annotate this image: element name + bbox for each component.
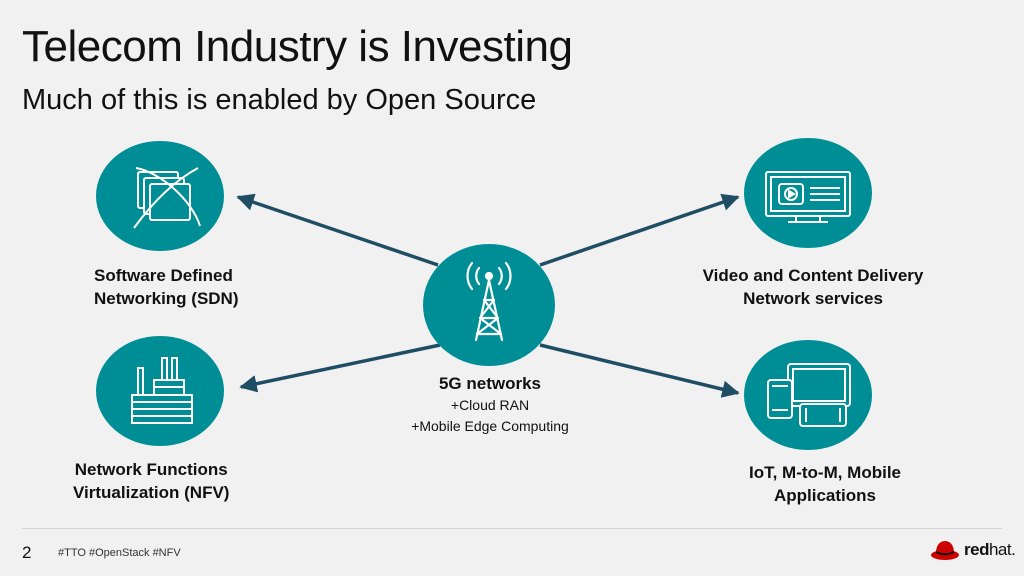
logo-text-light: hat. — [988, 540, 1016, 559]
slide-title: Telecom Industry is Investing — [22, 22, 573, 71]
footer-divider — [22, 528, 1002, 529]
video-label: Video and Content Delivery Network servi… — [682, 264, 944, 310]
arrow-to-video — [539, 193, 740, 267]
redhat-hat-icon — [931, 541, 959, 560]
node-5g — [423, 244, 555, 366]
center-label: 5G networks +Cloud RAN +Mobile Edge Comp… — [380, 372, 600, 437]
sdn-label-line2: Networking (SDN) — [94, 289, 239, 308]
monitor-video-icon — [765, 171, 851, 223]
page-number: 2 — [22, 543, 32, 562]
arrow-to-iot — [539, 343, 740, 398]
cell-tower-icon — [466, 261, 512, 342]
node-nfv — [96, 336, 224, 446]
iot-label: IoT, M-to-M, Mobile Applications — [718, 461, 932, 507]
video-label-line1: Video and Content Delivery — [702, 266, 924, 285]
layered-screens-icon — [133, 167, 201, 229]
sdn-label-line1: Software Defined — [94, 266, 233, 285]
center-label-line1: +Cloud RAN — [450, 397, 530, 413]
arrow-to-sdn — [236, 193, 439, 267]
sdn-label: Software Defined Networking (SDN) — [94, 264, 239, 310]
nfv-label-line2: Virtualization (NFV) — [73, 483, 230, 502]
center-label-title: 5G networks — [438, 374, 542, 393]
factory-icon — [131, 357, 193, 424]
arrow-to-nfv — [239, 343, 441, 393]
footer-hashtags: #TTO #OpenStack #NFV — [58, 547, 181, 559]
redhat-logo: redhat. — [930, 539, 1016, 561]
redhat-logo-text: redhat. — [964, 540, 1016, 560]
video-label-line2: Network services — [743, 289, 883, 308]
nfv-label-line1: Network Functions — [74, 460, 228, 479]
slide-subtitle: Much of this is enabled by Open Source — [22, 84, 537, 116]
iot-label-line2: Applications — [773, 486, 876, 505]
node-iot — [744, 340, 872, 450]
node-video — [744, 138, 872, 248]
iot-label-line1: IoT, M-to-M, Mobile — [748, 463, 902, 482]
nfv-label: Network Functions Virtualization (NFV) — [73, 458, 229, 504]
center-label-line2: +Mobile Edge Computing — [411, 418, 569, 434]
mobile-devices-icon — [767, 363, 851, 427]
logo-text-bold: red — [964, 540, 989, 559]
node-sdn — [96, 141, 224, 251]
